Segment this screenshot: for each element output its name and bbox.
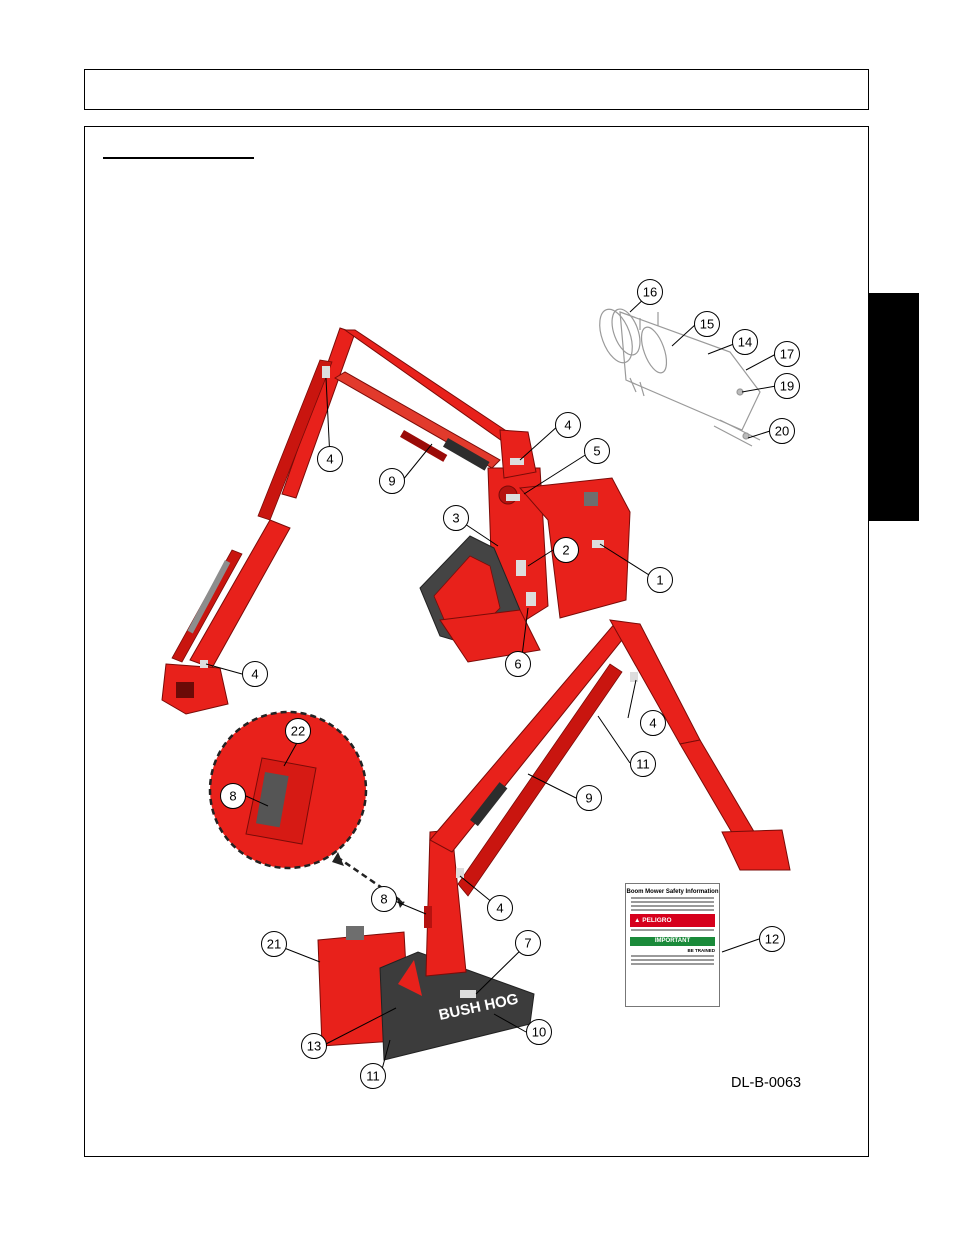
decal-text-line (631, 909, 714, 911)
decal-text-line (631, 929, 714, 931)
callout-number: 12 (765, 932, 779, 947)
section-title-underline (103, 157, 254, 159)
callout-number: 17 (780, 347, 794, 362)
callout-17: 17 (774, 341, 800, 367)
callout-14: 14 (732, 329, 758, 355)
callout-number: 4 (326, 452, 333, 467)
callout-21: 21 (261, 931, 287, 957)
callout-number: 1 (656, 573, 663, 588)
callout-10: 10 (526, 1019, 552, 1045)
callout-19: 19 (774, 373, 800, 399)
callout-number: 10 (532, 1025, 546, 1040)
callout-15: 15 (694, 311, 720, 337)
callout-4: 4 (555, 412, 581, 438)
figure-reference-code: DL-B-0063 (731, 1075, 802, 1091)
callout-leader-lines (205, 294, 777, 1074)
callout-number: 4 (649, 716, 656, 731)
callout-4: 4 (640, 710, 666, 736)
callout-number: 22 (291, 724, 305, 739)
callout-4: 4 (487, 895, 513, 921)
callout-number: 5 (593, 444, 600, 459)
decal-important-label: IMPORTANT (630, 937, 715, 946)
callout-number: 16 (643, 285, 657, 300)
serial-plate-zoom-detail (208, 710, 405, 908)
decal-be-trained-label: BE TRAINED (687, 948, 715, 953)
callout-13: 13 (301, 1033, 327, 1059)
callout-9: 9 (576, 785, 602, 811)
upper-boom-mower (161, 327, 631, 715)
callout-number: 20 (775, 424, 789, 439)
callout-number: 8 (380, 892, 387, 907)
callout-2: 2 (553, 537, 579, 563)
decal-text-line (631, 959, 714, 961)
decal-danger-label: PELIGRO (642, 917, 672, 924)
decal-text-line (631, 901, 714, 903)
callout-number: 6 (514, 657, 521, 672)
callout-7: 7 (515, 930, 541, 956)
decal-text-line (631, 897, 714, 899)
callout-number: 11 (636, 757, 650, 772)
callout-20: 20 (769, 418, 795, 444)
pivot-mount-detail (599, 308, 761, 447)
section-side-tab (869, 293, 919, 521)
callout-16: 16 (637, 279, 663, 305)
callout-number: 4 (251, 667, 258, 682)
decal-text-line (631, 963, 714, 965)
callout-12: 12 (759, 926, 785, 952)
callout-8: 8 (371, 886, 397, 912)
decal-text-line (631, 905, 714, 907)
decal-danger-panel: ▲ PELIGRO (630, 914, 715, 927)
callout-8: 8 (220, 783, 246, 809)
callout-22: 22 (285, 718, 311, 744)
callout-number: 7 (524, 936, 531, 951)
callout-number: 11 (366, 1069, 380, 1084)
callout-11: 11 (360, 1063, 386, 1089)
header-box (84, 69, 869, 110)
callout-number: 9 (585, 791, 592, 806)
decal-text-line (631, 955, 714, 957)
callout-1: 1 (647, 567, 673, 593)
callout-number: 9 (388, 474, 395, 489)
callout-3: 3 (443, 505, 469, 531)
callout-number: 4 (564, 418, 571, 433)
callout-5: 5 (584, 438, 610, 464)
callout-number: 14 (738, 335, 752, 350)
callout-4: 4 (242, 661, 268, 687)
callout-number: 8 (229, 789, 236, 804)
callout-number: 4 (496, 901, 503, 916)
callout-6: 6 (505, 651, 531, 677)
callout-number: 2 (562, 543, 569, 558)
warning-triangle-icon: ▲ (634, 917, 641, 924)
callout-number: 13 (307, 1039, 321, 1054)
callout-number: 19 (780, 379, 794, 394)
callout-number: 15 (700, 317, 714, 332)
callout-4: 4 (317, 446, 343, 472)
callout-number: 21 (267, 937, 281, 952)
callout-11: 11 (630, 751, 656, 777)
callout-9: 9 (379, 468, 405, 494)
content-frame (84, 126, 869, 1157)
callout-number: 3 (452, 511, 459, 526)
safety-decal: Boom Mower Safety Information ▲ PELIGRO … (625, 883, 720, 1007)
decal-title: Boom Mower Safety Information (626, 889, 719, 895)
